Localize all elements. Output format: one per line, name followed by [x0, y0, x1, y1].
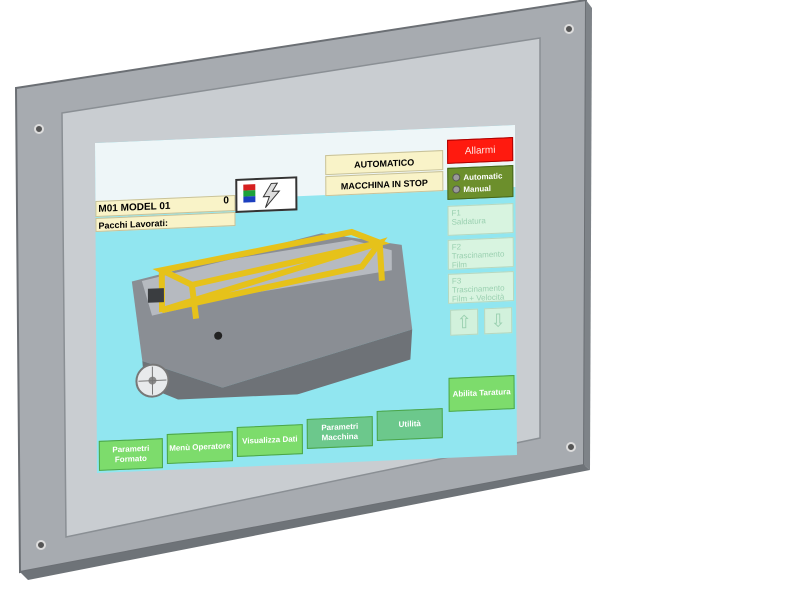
utilita-button[interactable]: Utilità	[376, 408, 443, 441]
screw-icon	[36, 540, 46, 550]
fkey-label: Trascinamento Film + Velocità	[451, 283, 505, 304]
led-icon	[452, 173, 461, 182]
down-arrow-button[interactable]: ⇩	[484, 307, 513, 335]
abilita-taratura-button[interactable]: Abilita Taratura	[448, 375, 515, 412]
screw-icon	[34, 124, 44, 134]
mode-selector[interactable]: Automatic Manual	[447, 165, 514, 200]
mode-manual[interactable]: Manual	[452, 181, 512, 196]
menu-operatore-button[interactable]: Menù Operatore	[166, 431, 233, 464]
up-arrow-button[interactable]: ⇧	[450, 308, 479, 336]
touch-screen: M01 MODEL 01 0 Pacchi Lavorati: AUTOMATI…	[95, 124, 517, 473]
parametri-formato-button[interactable]: Parametri Formato	[98, 438, 163, 471]
lightning-icon	[243, 182, 281, 209]
mode-manual-label: Manual	[463, 183, 491, 194]
mode-automatic-label: Automatic	[463, 170, 503, 182]
screw-icon	[564, 24, 574, 34]
screw-icon	[566, 442, 576, 452]
machine-illustration	[131, 228, 413, 402]
fkey-label: Trascinamento Film	[451, 249, 505, 270]
machine-status-icon[interactable]	[235, 176, 298, 213]
pacchi-counter: 0	[223, 195, 229, 207]
f3-trascinamento-velocita-button[interactable]: F3 Trascinamento Film + Velocità	[447, 271, 515, 304]
visualizza-dati-button[interactable]: Visualizza Dati	[236, 424, 303, 457]
fkey-label: Saldatura	[451, 216, 486, 227]
f2-trascinamento-button[interactable]: F2 Trascinamento Film	[447, 237, 514, 270]
alarms-button[interactable]: Allarmi	[447, 137, 514, 164]
status-machine: MACCHINA IN STOP	[325, 171, 444, 197]
f1-saldatura-button[interactable]: F1 Saldatura	[447, 203, 514, 236]
parametri-macchina-button[interactable]: Parametri Macchina	[306, 416, 373, 449]
led-icon	[452, 185, 461, 194]
